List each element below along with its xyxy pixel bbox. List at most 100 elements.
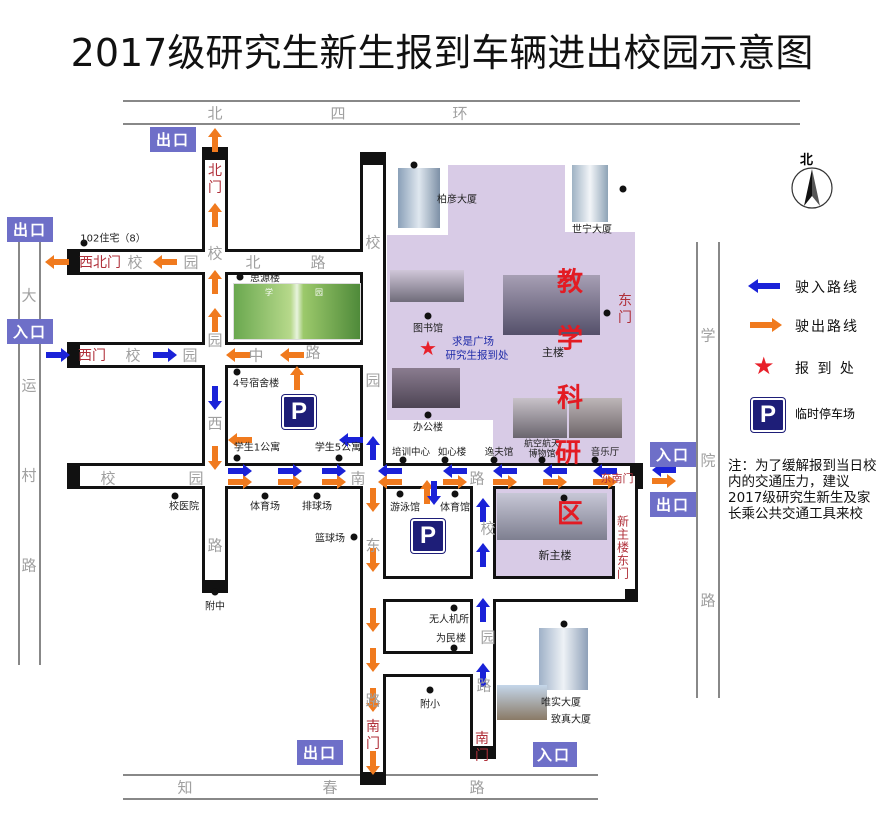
exit-callout-northwest: 出口: [7, 217, 54, 242]
label-residence-102: 102住宅（8）: [80, 233, 146, 245]
entry-route-arrow: [208, 386, 222, 410]
gate-southeast: 东南门: [600, 472, 634, 485]
exit-route-arrow: [208, 203, 222, 227]
exit-route-arrow: [290, 366, 304, 390]
gate-north: 北门: [208, 163, 222, 196]
location-dot: [80, 239, 88, 247]
label-pool: 游泳馆: [390, 502, 420, 514]
entry-callout-southeast: 入口: [650, 442, 697, 467]
entry-route-arrow: [427, 481, 441, 505]
exit-route-arrow-icon: [750, 318, 782, 332]
road-label: 春: [322, 778, 338, 797]
location-dot: [313, 492, 321, 500]
location-dot: [619, 185, 627, 193]
label-museum: 博物馆: [528, 449, 556, 460]
exit-route-arrow: [366, 488, 380, 512]
label-stadium: 体育场: [250, 501, 280, 513]
entry-route-arrow: [46, 348, 70, 362]
road-label: 路: [476, 676, 492, 695]
label-training: 培训中心: [391, 447, 431, 458]
zone-char: 教: [556, 267, 584, 298]
exit-route-arrow: [208, 308, 222, 332]
traffic-note: 注：为了缓解报到当日校内的交通压力，建议2017级研究生新生及家长乘公共交通工具…: [728, 458, 877, 522]
road-label: 校: [365, 233, 381, 252]
location-dot: [450, 604, 458, 612]
garden-label: 学: [265, 288, 273, 297]
exit-route-arrow: [153, 255, 177, 269]
location-dot: [233, 368, 241, 376]
location-dot: [171, 492, 179, 500]
exit-route-arrow: [208, 446, 222, 470]
zone-char: 研: [554, 438, 582, 469]
gate-south: 南门: [366, 719, 380, 752]
road-label: 园: [182, 346, 198, 365]
road-label: 路: [310, 253, 326, 272]
exit-route-arrow: [443, 475, 467, 489]
road-label: 路: [21, 556, 37, 575]
zone-char: 区: [556, 499, 584, 530]
road-label: 院: [700, 451, 716, 470]
new-main-building-image: [497, 493, 607, 540]
road-label: 四: [330, 104, 346, 123]
road-label: 路: [207, 536, 223, 555]
zone-char: 学: [556, 324, 584, 355]
road-label: 北: [207, 104, 223, 123]
label-main-building: 主楼: [542, 346, 564, 359]
label-museum: 航空航天: [523, 439, 561, 450]
exit-callout-south: 出口: [297, 740, 344, 765]
location-dot: [236, 273, 244, 281]
road-label: 园: [188, 469, 204, 488]
registration-star-icon: ★: [419, 336, 437, 360]
baiyan-building-image: [398, 168, 440, 228]
label-dorm4: 4号宿舍楼: [232, 378, 280, 390]
parking-icon: P: [411, 519, 445, 553]
entry-route-arrow: [153, 348, 177, 362]
location-dot: [603, 309, 611, 317]
location-dot: [261, 492, 269, 500]
entry-route-arrow: [443, 464, 467, 478]
exit-route-arrow: [366, 751, 380, 775]
label-apt1: 学生1公寓: [233, 442, 281, 454]
location-dot: [424, 312, 432, 320]
entry-route-arrow: [476, 498, 490, 522]
label-yifu: 逸夫馆: [484, 447, 514, 458]
concert-hall-image: [569, 398, 622, 438]
label-new-main: 新主楼: [538, 549, 572, 562]
location-dot: [451, 490, 459, 498]
location-dot: [211, 588, 219, 596]
road-label: 园: [207, 331, 223, 350]
legend-parking: 临时停车场: [795, 407, 856, 421]
entry-route-arrow: [476, 598, 490, 622]
label-registration: 研究生报到处: [445, 349, 509, 362]
label-ruxin: 如心楼: [437, 447, 467, 458]
map-title: 2017级研究生新生报到车辆进出校园示意图: [70, 31, 814, 75]
location-dot: [424, 411, 432, 419]
exit-route-arrow: [208, 128, 222, 152]
legend-registration: 报 到 处: [795, 361, 856, 377]
legend-exit-route: 驶出路线: [795, 319, 859, 335]
location-dot: [426, 686, 434, 694]
label-uav: 无人机所: [429, 614, 469, 626]
road-label: 西: [207, 414, 223, 433]
label-office: 办公楼: [413, 422, 443, 434]
gate-northwest: 西北门: [79, 255, 121, 271]
road-label: 园: [480, 628, 496, 647]
location-dot: [350, 533, 358, 541]
exit-route-arrow: [593, 475, 617, 489]
office-building-image: [392, 368, 460, 408]
exit-route-arrow: [322, 475, 346, 489]
road-label: 校: [480, 519, 496, 538]
gate-new-main-east: 新主楼东门: [617, 514, 630, 581]
location-dot: [591, 456, 599, 464]
label-plaza: 求是广场: [452, 335, 494, 348]
entry-route-arrow: [476, 663, 490, 687]
shining-building-image: [572, 165, 608, 222]
label-weishi: 唯实大厦: [541, 697, 581, 709]
library-image: [390, 270, 464, 302]
exit-route-arrow: [420, 480, 434, 504]
outer-roads: [18, 100, 800, 800]
exit-route-arrow: [278, 475, 302, 489]
exit-route-arrow: [366, 688, 380, 712]
exit-route-arrow: [45, 255, 69, 269]
